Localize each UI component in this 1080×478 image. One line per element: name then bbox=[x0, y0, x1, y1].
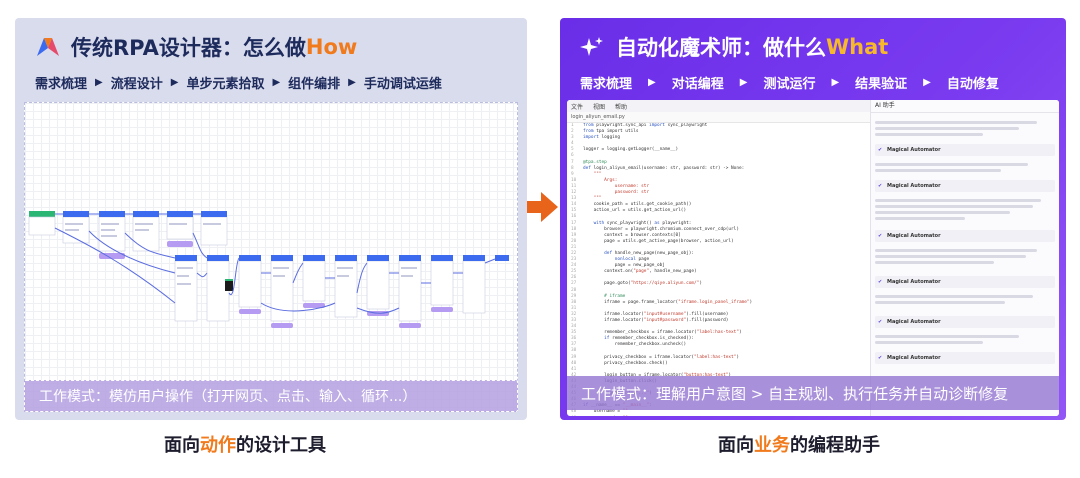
check-icon: ✔ bbox=[878, 233, 883, 239]
right-steps: 需求梳理 ▶ 对话编程 ▶ 测试运行 ▶ 结果验证 ▶ 自动修复 bbox=[580, 70, 1056, 94]
automation-magician-panel: 自动化魔术师：做什么 What 需求梳理 ▶ 对话编程 ▶ 测试运行 ▶ 结果验… bbox=[560, 18, 1066, 420]
editor-tab: login_aliyun_email.py bbox=[567, 112, 871, 123]
right-step-4: 结果验证 bbox=[855, 76, 908, 92]
left-step-5: 手动调试运维 bbox=[363, 76, 442, 92]
agent-name: Magical Automator bbox=[887, 233, 941, 239]
message-placeholder bbox=[875, 246, 1055, 267]
left-caption-suffix: 的设计工具 bbox=[236, 435, 326, 456]
triangle-right-icon: ▶ bbox=[95, 76, 103, 88]
left-title: 传统RPA设计器：怎么做 How bbox=[35, 32, 357, 62]
right-caption-highlight: 业务 bbox=[754, 435, 790, 456]
agent-name: Magical Automator bbox=[887, 279, 941, 285]
right-title-text: 自动化魔术师：做什么 bbox=[616, 36, 826, 60]
check-icon: ✔ bbox=[878, 147, 883, 153]
check-icon: ✔ bbox=[878, 319, 883, 325]
rpa-logo-icon bbox=[37, 38, 59, 56]
assistant-title: AI 助手 bbox=[871, 100, 1059, 113]
left-title-text: 传统RPA设计器：怎么做 bbox=[71, 36, 306, 60]
right-step-3: 测试运行 bbox=[763, 76, 816, 92]
left-title-highlight: How bbox=[305, 35, 358, 59]
right-title: 自动化魔术师：做什么 What bbox=[580, 32, 888, 62]
sparkle-icon bbox=[580, 37, 603, 56]
agent-name: Magical Automator bbox=[887, 147, 941, 153]
check-icon: ✔ bbox=[878, 355, 883, 361]
menu-view: 视图 bbox=[593, 103, 606, 111]
check-icon: ✔ bbox=[878, 279, 883, 285]
agent-badge: ✔ Magical Automator bbox=[875, 180, 1055, 192]
traditional-rpa-panel: 传统RPA设计器：怎么做 How 需求梳理 ▶ 流程设计 ▶ 单步元素拾取 ▶ … bbox=[15, 18, 527, 420]
message-placeholder bbox=[875, 332, 1055, 347]
left-caption-prefix: 面向 bbox=[164, 435, 200, 456]
agent-badge: ✔ Magical Automator bbox=[875, 230, 1055, 242]
agent-badge: ✔ Magical Automator bbox=[875, 316, 1055, 328]
left-caption-highlight: 动作 bbox=[200, 435, 236, 456]
triangle-right-icon: ▶ bbox=[648, 76, 656, 88]
triangle-right-icon: ▶ bbox=[348, 76, 356, 88]
right-caption-prefix: 面向 bbox=[718, 435, 754, 456]
triangle-right-icon: ▶ bbox=[170, 76, 179, 88]
menu-help: 帮助 bbox=[615, 103, 628, 111]
agent-badge: ✔ Magical Automator bbox=[875, 352, 1055, 364]
left-step-1: 需求梳理 bbox=[35, 76, 88, 92]
message-placeholder bbox=[875, 292, 1055, 307]
left-mode-bar: 工作模式：模仿用户操作（打开网页、点击、输入、循环...） bbox=[24, 380, 518, 412]
right-step-2: 对话编程 bbox=[671, 76, 724, 92]
agent-name: Magical Automator bbox=[887, 183, 941, 189]
agent-name: Magical Automator bbox=[887, 355, 941, 361]
right-caption-suffix: 的编程助手 bbox=[790, 435, 880, 456]
flow-designer-canvas bbox=[24, 102, 518, 412]
triangle-right-icon: ▶ bbox=[739, 76, 748, 88]
triangle-right-icon: ▶ bbox=[272, 76, 281, 88]
left-caption: 面向动作的设计工具 bbox=[164, 431, 326, 457]
left-steps: 需求梳理 ▶ 流程设计 ▶ 单步元素拾取 ▶ 组件编排 ▶ 手动调试运维 bbox=[35, 70, 517, 94]
left-step-3: 单步元素拾取 bbox=[186, 76, 265, 92]
left-step-2: 流程设计 bbox=[110, 76, 163, 92]
agent-badge: ✔ Magical Automator bbox=[875, 276, 1055, 288]
agent-badge: ✔ Magical Automator bbox=[875, 144, 1055, 156]
right-mode-bar: 工作模式：理解用户意图 > 自主规划、执行任务并自动诊断修复 bbox=[567, 376, 1059, 410]
right-step-1: 需求梳理 bbox=[580, 76, 633, 92]
right-caption: 面向业务的编程助手 bbox=[718, 431, 880, 457]
ai-assistant-pane: AI 助手 ✔ Magical Automator ✔ Magical Automa… bbox=[870, 100, 1059, 416]
right-title-highlight: What bbox=[826, 35, 889, 59]
check-icon: ✔ bbox=[878, 183, 883, 189]
message-placeholder bbox=[875, 160, 1055, 175]
arrow-right-icon bbox=[527, 192, 558, 222]
triangle-right-icon: ▶ bbox=[831, 76, 840, 88]
flow-node-start bbox=[28, 211, 56, 236]
agent-name: Magical Automator bbox=[887, 319, 941, 325]
right-step-5: 自动修复 bbox=[946, 76, 999, 92]
menu-file: 文件 bbox=[571, 103, 584, 111]
triangle-right-icon: ▶ bbox=[923, 76, 931, 88]
left-step-4: 组件编排 bbox=[288, 76, 341, 92]
message-placeholder bbox=[875, 118, 1055, 139]
flow-diagram bbox=[28, 211, 509, 328]
message-placeholder bbox=[875, 196, 1055, 223]
